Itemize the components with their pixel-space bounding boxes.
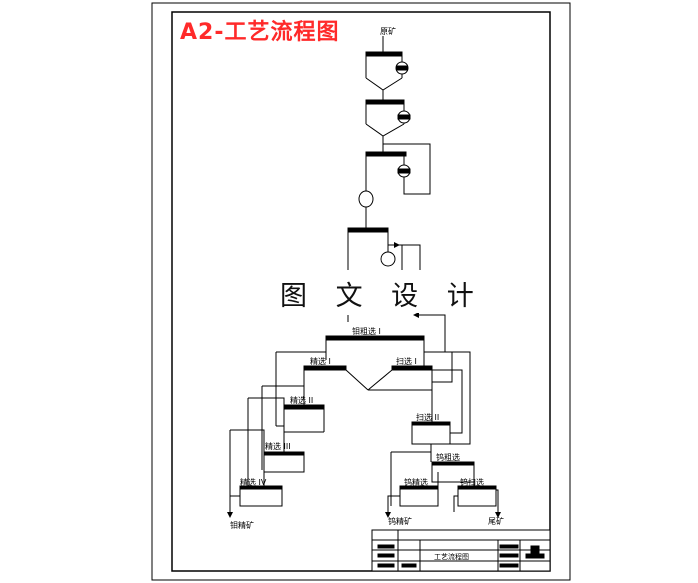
label-w-conc: 钨精矿 <box>388 516 412 526</box>
label-mo-clean1: 精选 I <box>310 356 331 366</box>
label-mo-clean3: 精选 III <box>265 441 291 451</box>
label-w-scav: 钨扫选 <box>460 477 484 487</box>
label-mo-conc: 钼精矿 <box>230 520 254 530</box>
label-mo-rough: 钼粗选 I <box>352 326 381 336</box>
title-block <box>371 529 551 572</box>
label-w-clean: 钨精选 <box>404 477 428 487</box>
inner-border <box>171 11 551 572</box>
mo-cleaner-1-cell <box>275 351 369 426</box>
label-mo-clean2: 精选 II <box>290 395 313 405</box>
crusher-1 <box>365 51 403 100</box>
w-cleaner-cell <box>385 472 439 518</box>
mo-scav-1-cell <box>367 351 453 410</box>
w-rougher-cell <box>390 351 475 506</box>
watermark-text: 图 文 设 计 <box>276 274 488 313</box>
w-scavenger-cell <box>453 472 501 518</box>
screen-1 <box>395 61 409 75</box>
mo-rougher-cell <box>325 312 446 370</box>
mill-1 <box>365 143 431 195</box>
page-title: A2-工艺流程图 <box>180 20 340 45</box>
mo-cleaner-4-cell <box>227 429 283 518</box>
label-tailings: 尾矿 <box>488 516 504 526</box>
mo-cleaner-3-cell <box>247 397 305 488</box>
title-block-drawing-name: 工艺流程图 <box>434 552 469 561</box>
label-mo-scav2: 扫选 II <box>416 412 439 422</box>
label-w-rough: 钨粗选 <box>436 452 460 462</box>
screen-2 <box>397 110 411 124</box>
mo-cleaner-2-cell <box>261 385 325 470</box>
outer-border <box>151 2 571 581</box>
label-feed: 原矿 <box>380 26 396 36</box>
cyclone-1 <box>358 190 374 208</box>
label-mo-scav1: 扫选 I <box>396 356 417 366</box>
mill-2 <box>347 227 421 270</box>
mo-scav-2-cell <box>411 369 463 452</box>
label-mo-clean4: 精选 IV <box>240 477 267 487</box>
